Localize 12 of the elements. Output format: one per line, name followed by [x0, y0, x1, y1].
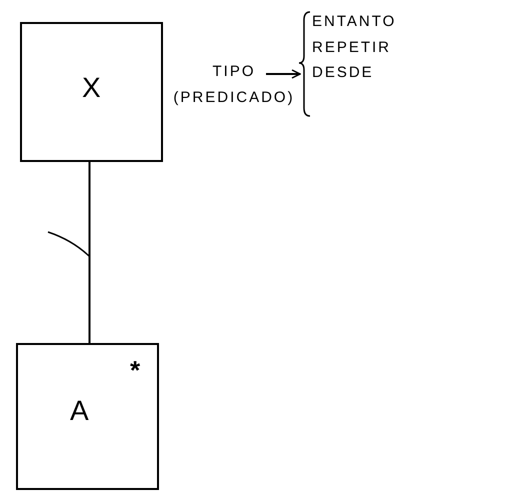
option-label: ENTANTO	[312, 12, 396, 32]
arrow	[266, 69, 301, 79]
text-label: (PREDICADO)	[173, 88, 295, 107]
option-label: REPETIR	[312, 38, 392, 57]
box-label: A	[70, 395, 89, 427]
option-label: DESDE	[312, 63, 374, 82]
box-label: X	[82, 72, 101, 104]
process-box	[16, 343, 159, 490]
process-box	[20, 22, 163, 162]
asterisk-mark: *	[130, 355, 140, 386]
connector-line	[88, 162, 90, 343]
text-label: TIPO	[212, 62, 256, 82]
